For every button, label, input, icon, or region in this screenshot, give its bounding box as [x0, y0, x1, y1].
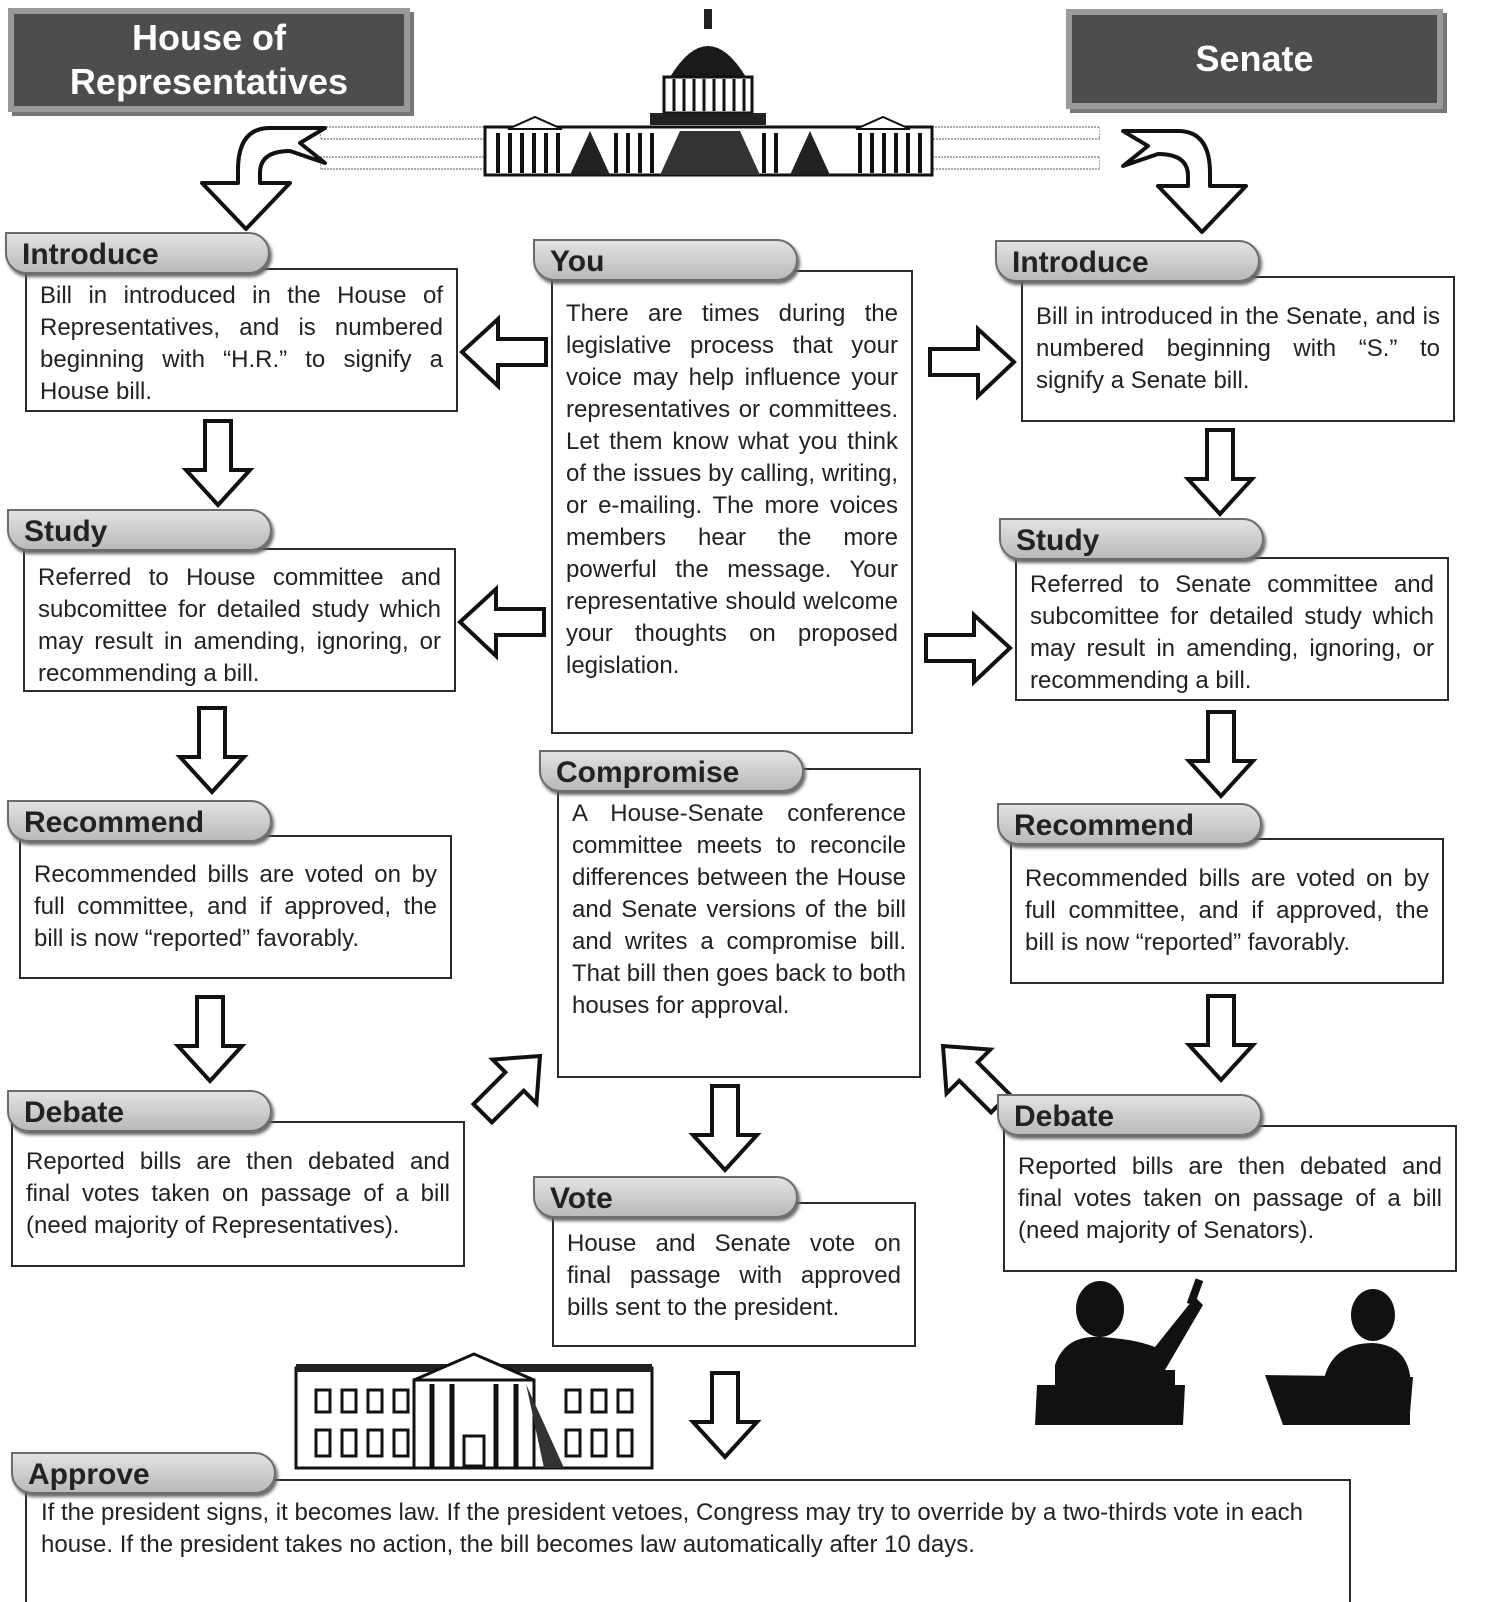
approve-title: Approve — [28, 1458, 150, 1491]
senate-study-box: Referred to Senate committee and subcomi… — [1015, 557, 1449, 701]
senate-down-arrow-1-icon — [1183, 428, 1257, 517]
senate-header: Senate — [1066, 9, 1443, 109]
you-title: You — [550, 245, 605, 278]
vote-down-arrow-icon — [688, 1371, 762, 1460]
house-introduce-text: Bill in introduced in the House of Repre… — [40, 282, 443, 405]
compromise-text: A House-Senate conference committee meet… — [572, 800, 906, 1019]
you-to-house-study-arrow-icon — [457, 584, 546, 661]
house-recommend-tab: Recommend — [7, 800, 272, 842]
you-to-house-introduce-arrow-icon — [459, 314, 548, 391]
house-recommend-title: Recommend — [24, 806, 205, 839]
house-header: House of Representatives — [8, 8, 410, 112]
senate-recommend-box: Recommended bills are voted on by full c… — [1010, 838, 1444, 984]
house-study-tab: Study — [7, 509, 272, 551]
house-down-arrow-3-icon — [173, 995, 247, 1084]
you-text: There are times during the legislative p… — [566, 300, 898, 679]
senate-to-compromise-arrow-icon — [940, 1043, 1013, 1116]
senate-debate-title: Debate — [1014, 1100, 1115, 1133]
house-introduce-title: Introduce — [22, 238, 159, 271]
capitol-building-icon — [320, 9, 1100, 177]
senate-down-arrow-2-icon — [1184, 710, 1258, 799]
senate-introduce-text: Bill in introduced in the Senate, and is… — [1036, 303, 1440, 394]
house-entry-arrow-icon — [200, 126, 327, 231]
senate-recommend-title: Recommend — [1014, 809, 1195, 842]
house-down-arrow-2-icon — [175, 706, 249, 795]
house-to-compromise-arrow-icon — [470, 1053, 543, 1126]
senate-debate-box: Reported bills are then debated and fina… — [1003, 1125, 1457, 1272]
house-debate-tab: Debate — [7, 1090, 272, 1132]
senate-introduce-title: Introduce — [1012, 246, 1149, 279]
compromise-down-arrow-icon — [688, 1084, 762, 1173]
house-introduce-tab: Introduce — [5, 232, 270, 274]
senate-entry-arrow-icon — [1121, 129, 1248, 234]
you-box: There are times during the legislative p… — [551, 270, 913, 734]
house-study-title: Study — [24, 515, 108, 548]
vote-text: House and Senate vote on final passage w… — [567, 1230, 901, 1321]
house-down-arrow-1-icon — [181, 419, 255, 508]
you-tab: You — [533, 239, 798, 281]
senate-recommend-text: Recommended bills are voted on by full c… — [1025, 865, 1429, 956]
compromise-box: A House-Senate conference committee meet… — [557, 768, 921, 1078]
house-study-text: Referred to House committee and subcomit… — [38, 564, 441, 687]
speaker-silhouettes-icon — [1035, 1278, 1413, 1425]
senate-down-arrow-3-icon — [1184, 994, 1258, 1083]
approve-tab: Approve — [11, 1452, 276, 1494]
senate-introduce-box: Bill in introduced in the Senate, and is… — [1021, 276, 1455, 422]
you-to-senate-introduce-arrow-icon — [928, 324, 1017, 401]
house-debate-title: Debate — [24, 1096, 125, 1129]
vote-tab: Vote — [533, 1176, 798, 1218]
house-header-title: House of Representatives — [69, 17, 349, 102]
vote-title: Vote — [550, 1182, 613, 1215]
senate-debate-tab: Debate — [997, 1094, 1262, 1136]
senate-study-text: Referred to Senate committee and subcomi… — [1030, 571, 1434, 694]
compromise-title: Compromise — [556, 756, 740, 789]
house-recommend-text: Recommended bills are voted on by full c… — [34, 861, 437, 952]
vote-box: House and Senate vote on final passage w… — [552, 1202, 916, 1347]
approve-text: If the president signs, it becomes law. … — [41, 1499, 1303, 1558]
house-debate-box: Reported bills are then debated and fina… — [11, 1121, 465, 1267]
approve-box: If the president signs, it becomes law. … — [25, 1479, 1351, 1602]
you-to-senate-study-arrow-icon — [924, 610, 1013, 687]
house-study-box: Referred to House committee and subcomit… — [23, 548, 456, 692]
senate-header-title: Senate — [1195, 38, 1314, 79]
house-recommend-box: Recommended bills are voted on by full c… — [19, 835, 452, 979]
compromise-tab: Compromise — [539, 750, 804, 792]
white-house-icon — [294, 1352, 654, 1470]
house-debate-text: Reported bills are then debated and fina… — [26, 1148, 450, 1239]
senate-study-title: Study — [1016, 524, 1100, 557]
house-introduce-box: Bill in introduced in the House of Repre… — [25, 268, 458, 412]
senate-study-tab: Study — [999, 518, 1264, 560]
senate-introduce-tab: Introduce — [995, 240, 1260, 282]
senate-recommend-tab: Recommend — [997, 803, 1262, 845]
senate-debate-text: Reported bills are then debated and fina… — [1018, 1152, 1442, 1244]
